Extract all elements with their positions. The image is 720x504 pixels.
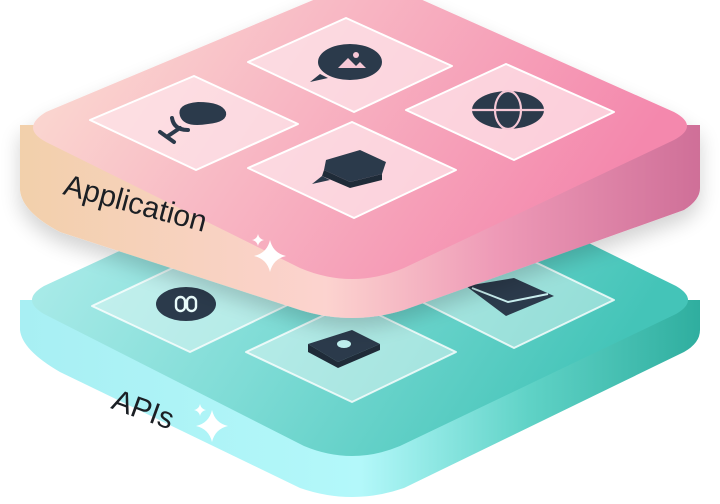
application-tiles <box>89 17 615 219</box>
mail-icon <box>466 278 554 316</box>
app-tile-image-message[interactable] <box>247 17 453 113</box>
image-message-icon <box>310 44 382 82</box>
app-tile-chat[interactable] <box>247 121 457 219</box>
video-camera-icon <box>308 330 380 368</box>
link-icon <box>156 287 216 321</box>
apis-sparkle-icon <box>194 404 228 442</box>
app-tile-microphone[interactable] <box>89 75 299 171</box>
microphone-icon <box>158 102 227 144</box>
chat-bubbles-icon <box>312 150 386 188</box>
app-tile-globe[interactable] <box>405 63 615 161</box>
api-tile-video[interactable] <box>245 301 457 403</box>
globe-icon <box>472 89 544 131</box>
application-sparkle-icon <box>252 234 286 272</box>
